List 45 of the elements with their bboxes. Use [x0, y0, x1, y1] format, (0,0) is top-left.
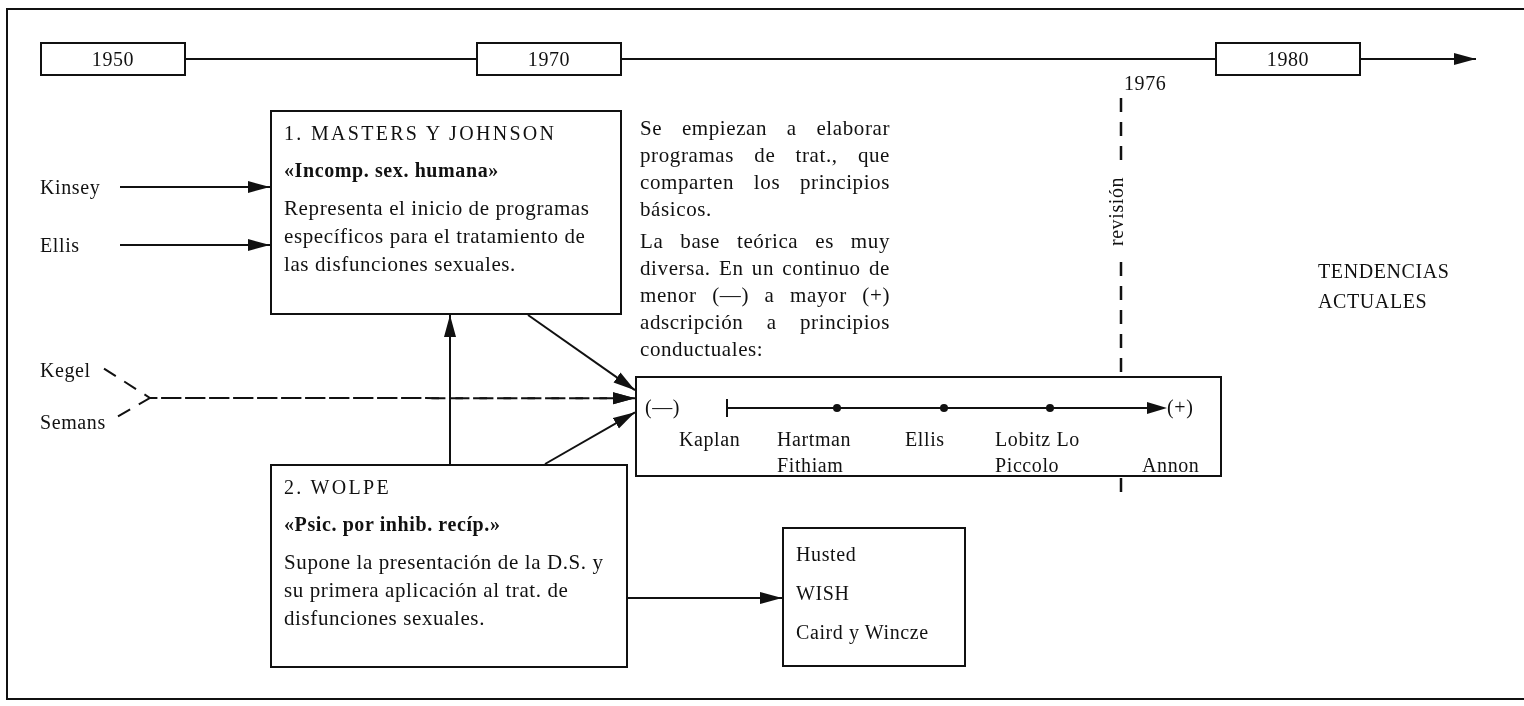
program-name: WISH — [796, 582, 851, 605]
author-name: Hartman Fithiam — [777, 427, 853, 478]
arrow — [627, 592, 783, 604]
continuum-box — [635, 376, 1222, 477]
arrow — [1360, 53, 1477, 65]
box-heading: 1. MASTERS Y JOHNSON — [284, 122, 558, 145]
year-box — [476, 42, 622, 76]
year-label: 1970 — [526, 46, 572, 72]
name-label: Semans — [40, 411, 106, 433]
name-label: Ellis — [40, 234, 80, 256]
name-label: Kegel — [40, 359, 91, 381]
arrow — [444, 314, 456, 465]
book-title: «Psic. por inhib. recíp.» — [284, 513, 502, 536]
author-name: Lobitz Lo Piccolo — [995, 427, 1081, 478]
arrow — [119, 181, 271, 193]
note-text: La base teórica es muy diversa. En un continuo de menor (—) a mayor (+) adscripción a principios conductuales: — [640, 228, 890, 363]
arrow — [117, 392, 636, 418]
arrow — [119, 239, 271, 251]
section-label: TENDENCIAS ACTUALES — [1318, 259, 1451, 314]
arrow — [544, 411, 636, 465]
author-name: Kaplan — [679, 427, 741, 452]
name-label: Kinsey — [40, 176, 101, 198]
year-label: 1976 — [1124, 72, 1167, 95]
program-name: Husted — [796, 543, 858, 566]
program-list-box — [782, 527, 966, 667]
program-name: Caird y Wincze — [796, 621, 930, 644]
box-heading: 2. WOLPE — [284, 476, 392, 499]
year-box — [1215, 42, 1361, 76]
connector-line — [621, 58, 1216, 60]
year-box — [40, 42, 186, 76]
description-text: Representa el inicio de programas específicos para el tratamiento de las disfunciones sexuales. — [284, 195, 591, 278]
note-text: Se empiezan a elaborar programas de trat., que comparten los principios básicos. — [640, 115, 890, 223]
arrow — [527, 314, 636, 392]
revision-label: revisión — [1105, 176, 1129, 247]
program-box — [270, 464, 628, 668]
program-box — [270, 110, 622, 315]
scale-end-label: (—) — [645, 395, 681, 420]
book-title: «Incomp. sex. humana» — [284, 159, 500, 182]
scale-end-label: (+) — [1167, 395, 1194, 420]
connector-line — [185, 58, 477, 60]
year-label: 1980 — [1265, 46, 1311, 72]
author-name: Ellis — [905, 427, 945, 452]
year-label: 1950 — [90, 46, 136, 72]
author-name: Annon — [1142, 453, 1200, 478]
description-text: Supone la presentación de la D.S. y su primera aplicación al trat. de disfunciones sexuales. — [284, 549, 605, 632]
